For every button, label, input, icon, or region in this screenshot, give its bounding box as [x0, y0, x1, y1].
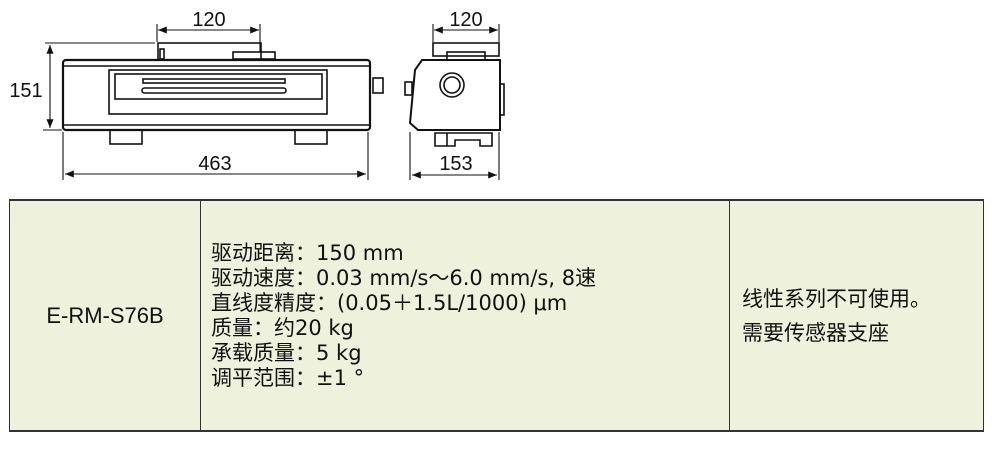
dim-length: 463 — [198, 153, 231, 175]
spec-mass: 质量：约20 kg — [211, 315, 354, 340]
specs-cell: 驱动距离：150 mm 驱动速度：0.03 mm/s～6.0 mm/s, 8速 … — [200, 199, 730, 432]
table-row: E-RM-S76B 驱动距离：150 mm 驱动速度：0.03 mm/s～6.0… — [9, 199, 984, 432]
spec-leveling-range: 调平范围：±1 ° — [211, 365, 365, 390]
model-name: E-RM-S76B — [46, 302, 164, 328]
dimension-drawing: 120 151 463 120 153 — [9, 9, 505, 180]
spec-straightness: 直线度精度：(0.05＋1.5L/1000) μm — [211, 290, 568, 315]
spec-drive-speed: 驱动速度：0.03 mm/s～6.0 mm/s, 8速 — [211, 265, 597, 290]
note-sensor-holder: 需要传感器支座 — [742, 320, 889, 345]
model-cell: E-RM-S76B — [9, 199, 201, 432]
spec-drive-distance: 驱动距离：150 mm — [211, 240, 404, 265]
spec-table: E-RM-S76B 驱动距离：150 mm 驱动速度：0.03 mm/s～6.0… — [9, 199, 984, 432]
spec-load-capacity: 承载质量：5 kg — [211, 340, 362, 365]
dim-depth: 153 — [439, 153, 472, 175]
front-dimensions — [43, 24, 369, 180]
side-view — [404, 42, 505, 147]
front-view — [61, 42, 384, 145]
dim-height: 151 — [9, 80, 42, 102]
side-dimensions — [409, 24, 500, 180]
note-linear-series: 线性系列不可使用。 — [742, 286, 931, 311]
dim-front-plate-width: 120 — [192, 9, 225, 31]
dim-side-plate-width: 120 — [449, 9, 482, 31]
notes-cell: 线性系列不可使用。 需要传感器支座 — [729, 199, 984, 432]
